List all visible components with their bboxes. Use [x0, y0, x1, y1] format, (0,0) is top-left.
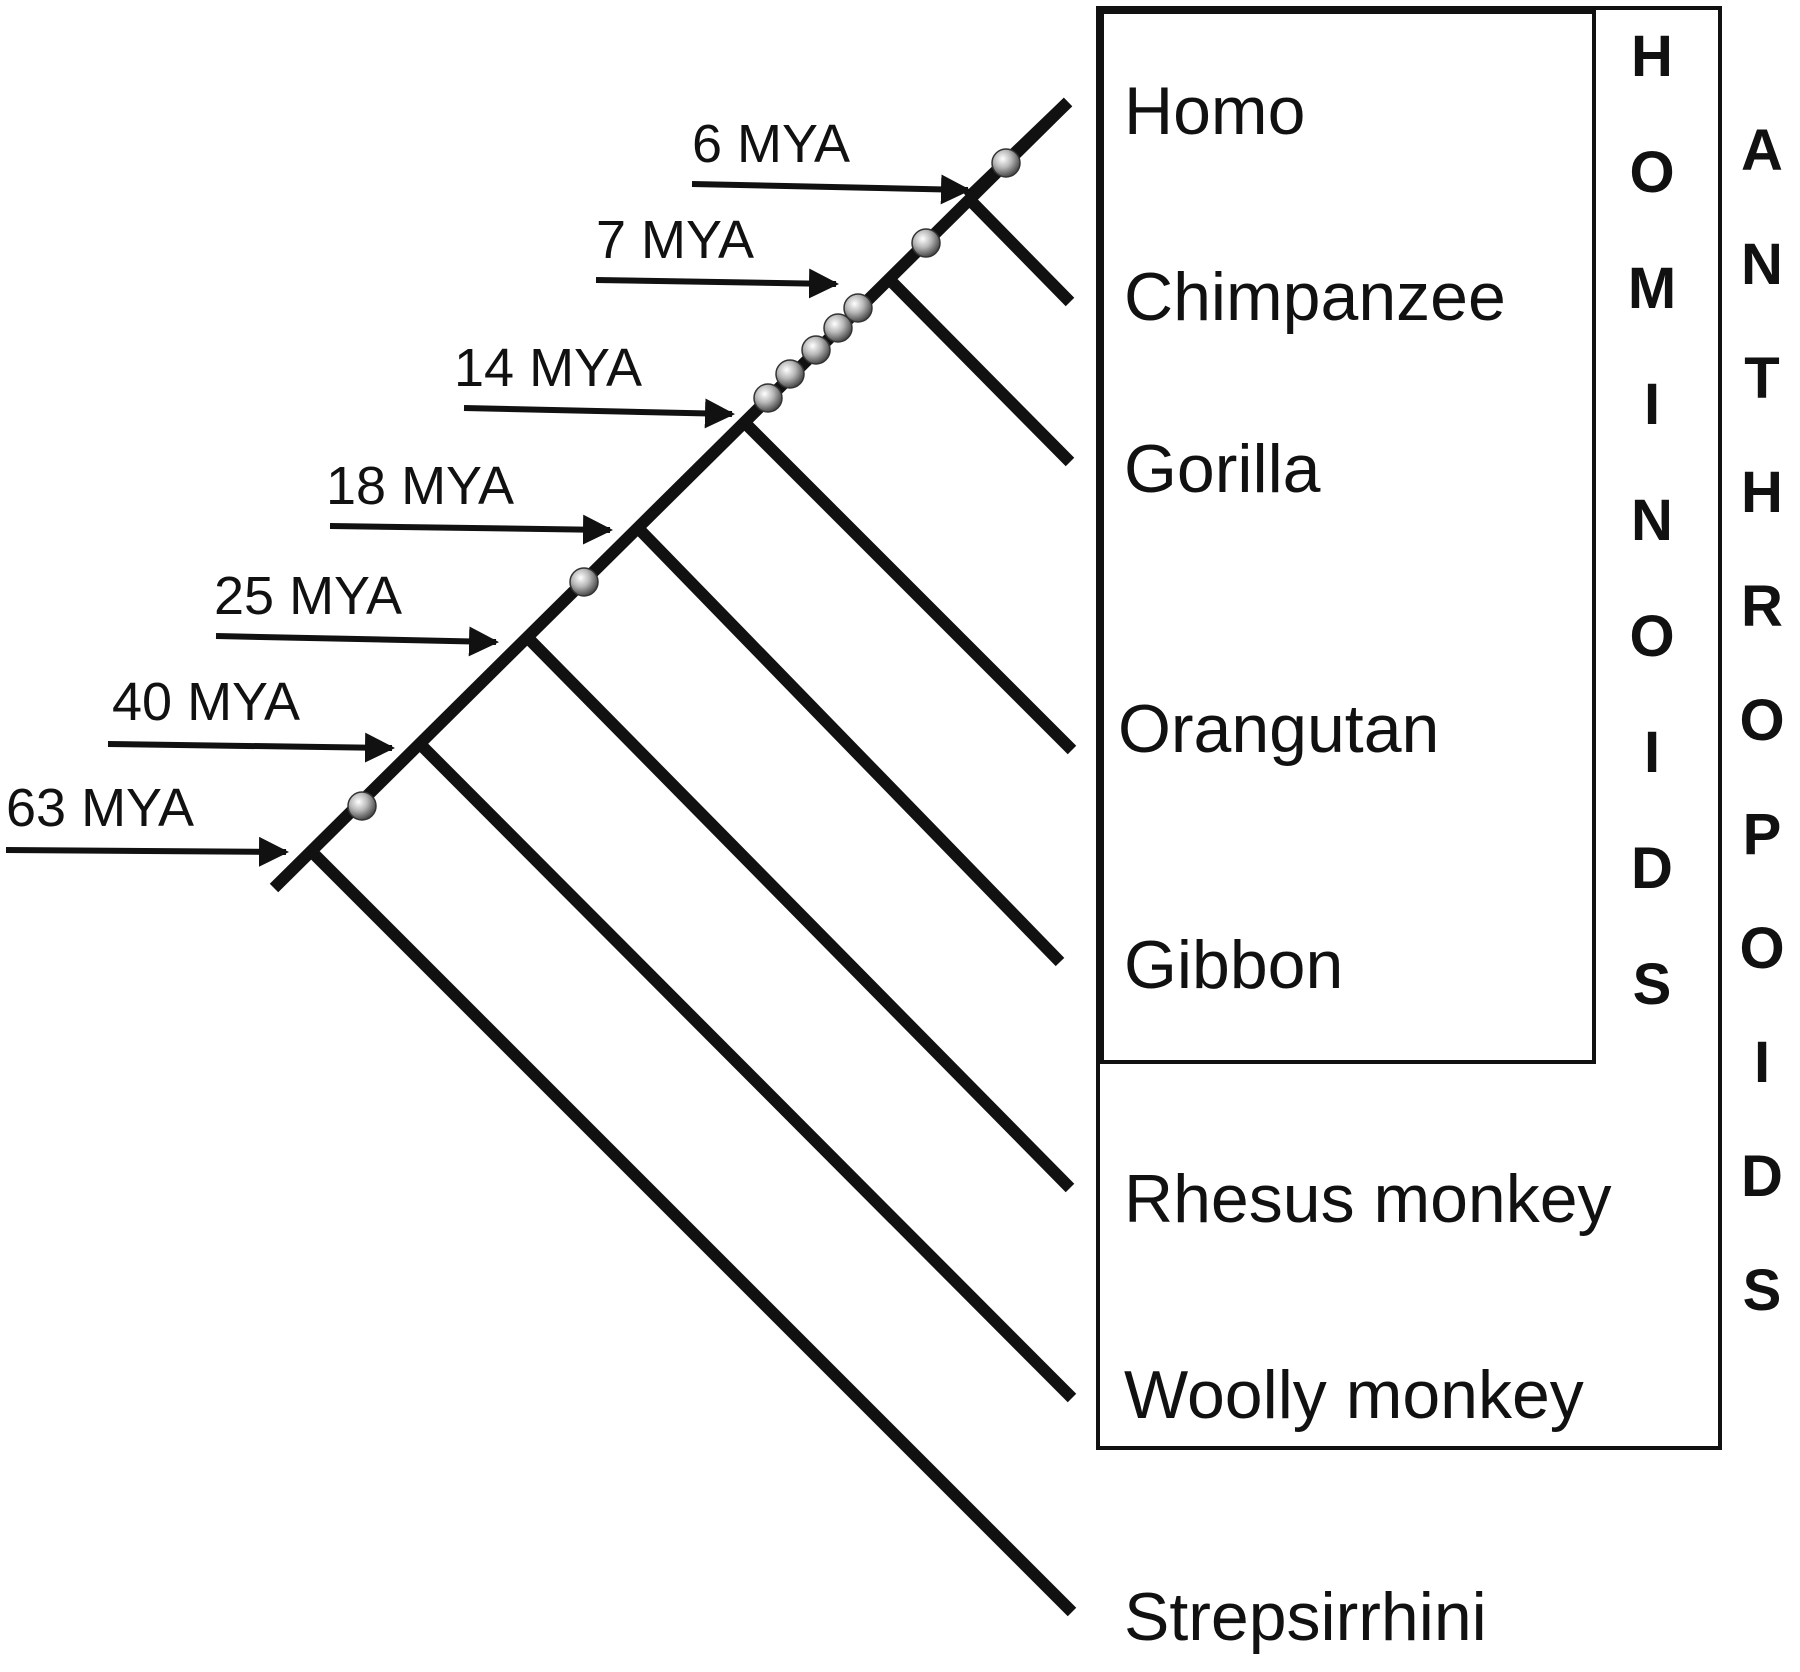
- mutation-bead-icon: [991, 148, 1021, 178]
- hominoids-letter: I: [1644, 372, 1660, 437]
- time-label: 7 MYA: [596, 210, 754, 270]
- hominoids-letter: M: [1628, 256, 1676, 321]
- anthropoids-letter: O: [1739, 688, 1784, 753]
- anthropoids-box: [1096, 6, 1722, 1450]
- anthropoids-letter: N: [1741, 232, 1783, 297]
- taxon-label-gibbon: Gibbon: [1124, 927, 1343, 1003]
- hominoids-letter: O: [1629, 604, 1674, 669]
- anthropoids-letter: S: [1743, 1258, 1782, 1323]
- taxon-label-homo: Homo: [1124, 73, 1305, 149]
- anthropoids-letter: T: [1744, 346, 1779, 411]
- anthropoids-letter: P: [1743, 802, 1782, 867]
- mutation-bead-icon: [823, 313, 853, 343]
- taxon-label-woolly: Woolly monkey: [1124, 1357, 1584, 1433]
- anthropoids-letter: H: [1741, 460, 1783, 525]
- hominoids-letter: H: [1631, 24, 1673, 89]
- branch-homo: [963, 97, 1073, 203]
- time-label: 6 MYA: [692, 114, 850, 174]
- arrow-right-icon: [5, 836, 289, 867]
- time-arrows: [5, 174, 971, 867]
- anthropoids-letter: I: [1754, 1030, 1770, 1095]
- mutation-bead-icon: [801, 335, 831, 365]
- mutation-bead-icon: [775, 359, 805, 389]
- arrow-right-icon: [691, 174, 971, 205]
- branch-woolly: [415, 739, 1077, 1403]
- hominoids-letter: D: [1631, 836, 1673, 901]
- arrow-right-icon: [107, 732, 395, 763]
- branch-gorilla: [883, 273, 1075, 467]
- taxon-label-gorilla: Gorilla: [1124, 431, 1321, 507]
- taxon-label-strepsirrhini: Strepsirrhini: [1124, 1579, 1487, 1655]
- mutation-beads: [347, 148, 1021, 821]
- time-labels: 6 MYA 7 MYA 14 MYA 18 MYA 25 MYA 40 MYA …: [6, 114, 850, 838]
- mutation-bead-icon: [911, 228, 941, 258]
- time-label: 18 MYA: [326, 456, 514, 516]
- tree-lines: [269, 97, 1077, 1617]
- time-label: 14 MYA: [454, 338, 642, 398]
- time-label: 40 MYA: [112, 672, 300, 732]
- anthropoids-letter: A: [1741, 118, 1783, 183]
- branch-gibbon: [633, 523, 1065, 967]
- anthropoids-letter: D: [1741, 1144, 1783, 1209]
- hominoids-letter: I: [1644, 720, 1660, 785]
- branch-orangutan: [739, 417, 1077, 755]
- mutation-bead-icon: [843, 293, 873, 323]
- taxon-label-chimpanzee: Chimpanzee: [1124, 259, 1506, 335]
- hominoids-box: [1100, 10, 1596, 1064]
- arrow-right-icon: [463, 398, 735, 429]
- arrow-right-icon: [595, 268, 839, 299]
- hominoids-letter: O: [1629, 140, 1674, 205]
- anthropoids-letter: O: [1739, 916, 1784, 981]
- arrow-right-icon: [329, 514, 613, 545]
- time-label: 63 MYA: [6, 778, 194, 838]
- branch-chimpanzee: [963, 193, 1075, 307]
- arrow-right-icon: [215, 626, 499, 657]
- branch-rhesus: [523, 633, 1075, 1193]
- hominoids-letter: N: [1631, 488, 1673, 553]
- taxon-labels: Homo Chimpanzee Gorilla Orangutan Gibbon…: [1118, 73, 1612, 1655]
- time-label: 25 MYA: [214, 566, 402, 626]
- anthropoids-letter: R: [1741, 574, 1783, 639]
- taxon-label-orangutan: Orangutan: [1118, 691, 1439, 767]
- taxon-label-rhesus: Rhesus monkey: [1124, 1161, 1612, 1237]
- branch-strepsirrhini: [307, 847, 1077, 1617]
- hominoids-letter: S: [1633, 952, 1672, 1017]
- mutation-bead-icon: [569, 567, 599, 597]
- mutation-bead-icon: [347, 791, 377, 821]
- mutation-bead-icon: [753, 383, 783, 413]
